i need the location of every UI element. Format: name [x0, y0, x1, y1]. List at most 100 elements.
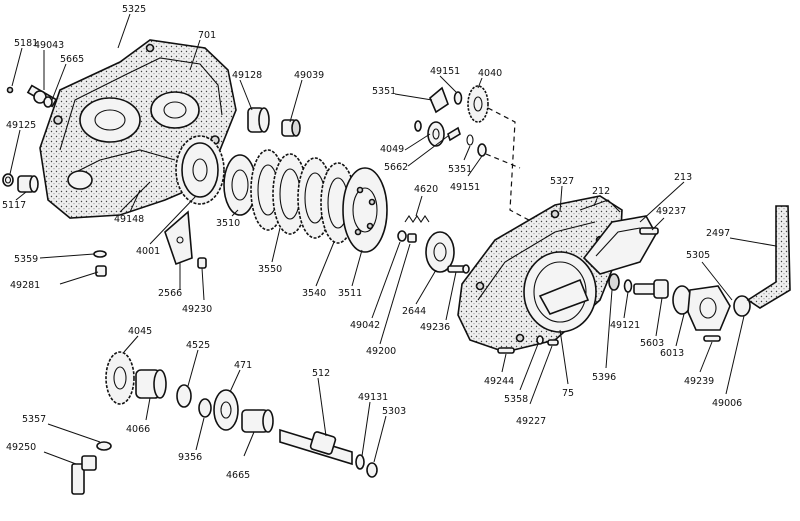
label-5117: 5117: [2, 200, 26, 211]
gasket-212: [579, 199, 621, 213]
screw-49230: [197, 257, 207, 269]
gear-4040: [467, 85, 489, 123]
gear-4049: [414, 120, 445, 147]
label-9356: 9356: [178, 452, 202, 463]
cam-5351: [429, 86, 449, 114]
label-49006: 49006: [712, 398, 742, 409]
shaft-512: [279, 428, 353, 466]
shaft-5603: [633, 279, 669, 299]
label-512: 512: [312, 368, 330, 379]
label-5665: 5665: [60, 54, 84, 65]
label-49236: 49236: [420, 322, 450, 333]
gear-471: [213, 389, 239, 431]
label-213: 213: [674, 172, 692, 183]
bush-49039: [281, 119, 301, 137]
label-49237: 49237: [656, 206, 686, 217]
washer-5357: [96, 441, 112, 451]
label-4001: 4001: [136, 246, 160, 257]
label-49125: 49125: [6, 120, 36, 131]
alignment-line-upper: [487, 107, 541, 227]
bolt-49236: [447, 264, 470, 274]
washer-49200: [407, 233, 417, 243]
label-5396: 5396: [592, 372, 616, 383]
washer-49121: [623, 279, 633, 293]
label-4045: 4045: [128, 326, 152, 337]
washer-5665: [43, 96, 53, 108]
ring-49125: [2, 173, 14, 187]
label-5351-b: 5351: [448, 164, 472, 175]
shaft-49148: [119, 181, 151, 213]
label-2644: 2644: [402, 306, 426, 317]
label-49239: 49239: [684, 376, 714, 387]
label-5327: 5327: [550, 176, 574, 187]
label-4040: 4040: [478, 68, 502, 79]
label-49148: 49148: [114, 214, 144, 225]
label-2566: 2566: [158, 288, 182, 299]
label-3550: 3550: [258, 264, 282, 275]
label-471: 471: [234, 360, 252, 371]
label-5603: 5603: [640, 338, 664, 349]
screw-49239: [703, 335, 721, 342]
label-5359: 5359: [14, 254, 38, 265]
label-5181: 5181: [14, 38, 38, 49]
bolt-49250: [71, 455, 97, 495]
label-49042: 49042: [350, 320, 380, 331]
bolt-49237: [639, 227, 659, 235]
label-3540: 3540: [302, 288, 326, 299]
screw-49227: [547, 339, 559, 346]
clutch-cover-5327: [457, 195, 623, 353]
label-49151-b: 49151: [450, 182, 480, 193]
spring-4620: [404, 215, 430, 223]
label-5662: 5662: [384, 162, 408, 173]
label-5357: 5357: [22, 414, 46, 425]
cap-5305: [733, 295, 751, 317]
label-49121: 49121: [610, 320, 640, 331]
bearing-4066: [135, 369, 167, 399]
ring-9356: [198, 398, 212, 418]
label-5303: 5303: [382, 406, 406, 417]
ring-49151-top: [453, 91, 463, 105]
label-2497: 2497: [706, 228, 730, 239]
label-49043: 49043: [34, 40, 64, 51]
bearing-49128: [247, 107, 270, 133]
label-4525: 4525: [186, 340, 210, 351]
crankcase-half: [39, 39, 237, 219]
label-5358: 5358: [504, 394, 528, 405]
label-3511: 3511: [338, 288, 362, 299]
leader-lines: [9, 13, 777, 465]
circlip-5351: [466, 134, 474, 146]
label-5351-a: 5351: [372, 86, 396, 97]
washer-49042: [397, 230, 407, 242]
clutch-plates-3550: [250, 149, 308, 235]
alignment-line-lower: [485, 153, 521, 169]
gear-4045: [105, 351, 135, 405]
label-49200: 49200: [366, 346, 396, 357]
bolt-49244: [497, 347, 515, 354]
housing-6013: [672, 285, 731, 331]
label-5325: 5325: [122, 4, 146, 15]
label-49151-a: 49151: [430, 66, 460, 77]
label-49039: 49039: [294, 70, 324, 81]
label-701: 701: [198, 30, 216, 41]
seal-5396: [608, 273, 620, 291]
label-49230: 49230: [182, 304, 212, 315]
label-49227: 49227: [516, 416, 546, 427]
key-5662: [447, 126, 461, 142]
label-49250: 49250: [6, 442, 36, 453]
label-75: 75: [562, 388, 574, 399]
label-49128: 49128: [232, 70, 262, 81]
washer-49131: [355, 454, 365, 470]
pin-5181: [6, 86, 14, 94]
spacer-4525: [176, 384, 192, 408]
ring-5303: [366, 462, 378, 478]
washer-5359: [93, 250, 107, 258]
label-4665: 4665: [226, 470, 250, 481]
plug-5117: [17, 175, 39, 193]
pressure-plate-3511: [342, 167, 388, 253]
needle-bearing-4665: [241, 409, 274, 433]
label-5305: 5305: [686, 250, 710, 261]
bracket-2566: [164, 210, 193, 266]
disc-2644: [425, 231, 455, 273]
label-212: 212: [592, 186, 610, 197]
